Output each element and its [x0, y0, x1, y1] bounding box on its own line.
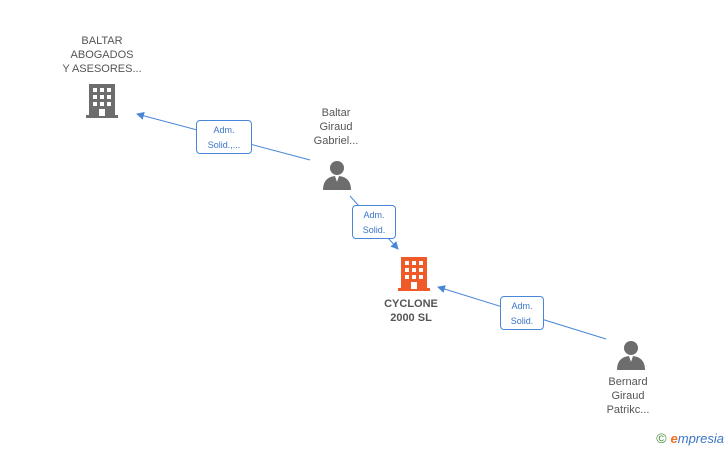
- brand-name: mpresia: [677, 431, 724, 446]
- node-label-baltar-abogados: BALTAR ABOGADOS Y ASESORES...: [62, 35, 142, 75]
- building-icon[interactable]: [86, 84, 118, 118]
- empresia-logo: ©empresia: [656, 430, 724, 446]
- node-label-bernard-giraud: Bernard Giraud Patrikc...: [606, 376, 650, 416]
- edge-label-gabriel-abogados[interactable]: Adm. Solid.,...: [196, 120, 252, 154]
- node-label-cyclone: CYCLONE 2000 SL: [384, 298, 438, 324]
- edge-label-bernard-cyclone[interactable]: Adm. Solid.: [500, 296, 544, 330]
- building-icon[interactable]: [398, 257, 430, 291]
- person-icon[interactable]: [322, 160, 352, 190]
- edge-label-gabriel-cyclone[interactable]: Adm. Solid.: [352, 205, 396, 239]
- node-label-baltar-giraud-gabriel: Baltar Giraud Gabriel...: [313, 107, 359, 147]
- person-icon[interactable]: [616, 340, 646, 370]
- copyright-icon: ©: [656, 430, 667, 446]
- brand-letter: e: [670, 431, 678, 446]
